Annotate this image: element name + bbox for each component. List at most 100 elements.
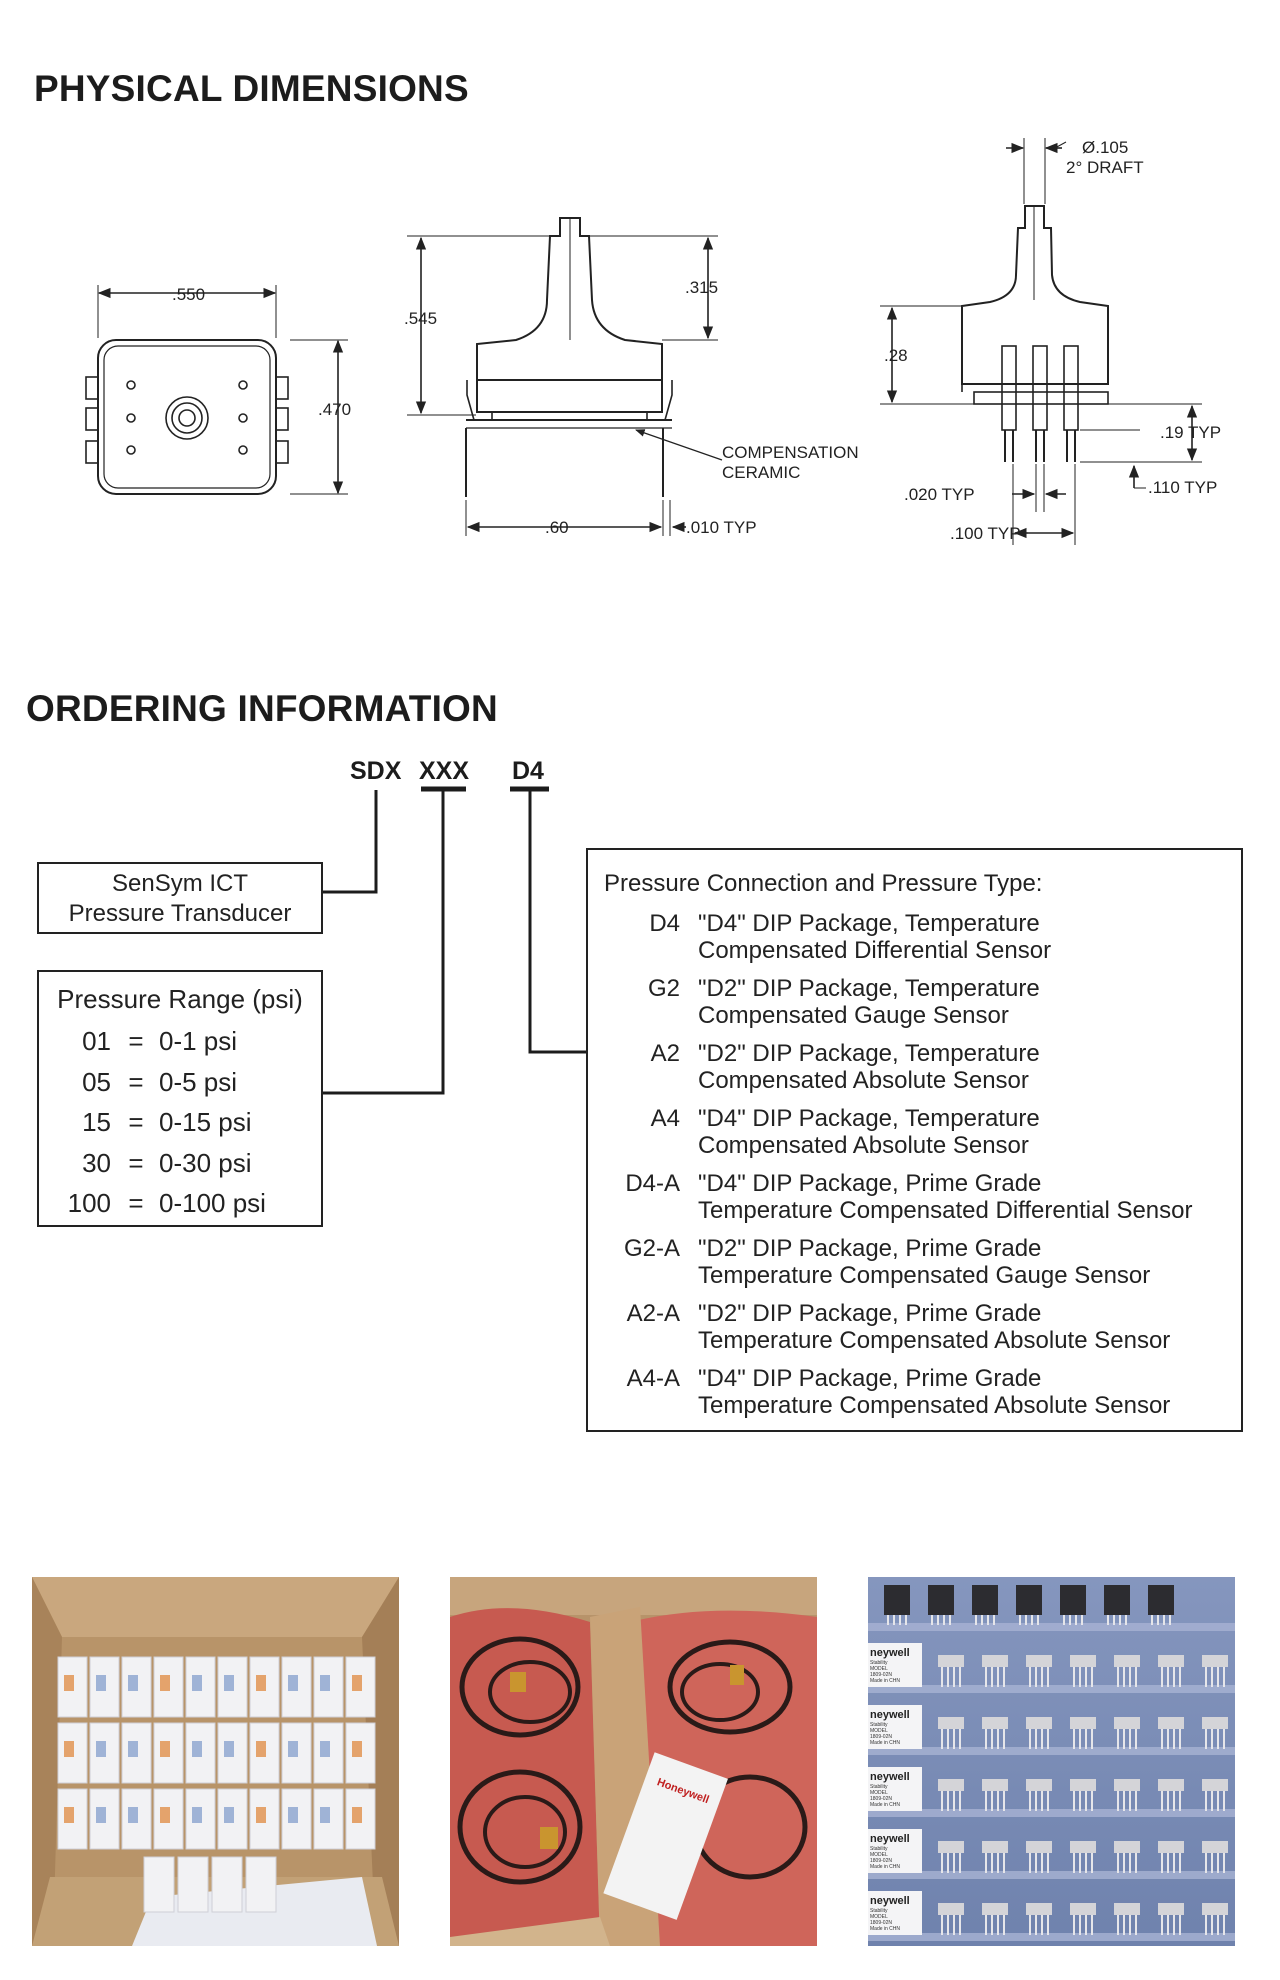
tray-label: [868, 1705, 922, 1749]
sensor-body: [1202, 1655, 1228, 1667]
sensor-body: [1114, 1903, 1140, 1915]
sensor-body: [1158, 1655, 1184, 1667]
wrapped-sensors-image: Honeywell: [450, 1577, 817, 1946]
tray-rail: [868, 1685, 1235, 1693]
code-part-xxx: XXX: [419, 757, 469, 785]
product-box-label: [320, 1741, 330, 1757]
pressure-range-row: 15=0-15 psi: [49, 1107, 309, 1139]
tray-label-line: 1809-02N: [870, 1920, 892, 1926]
product-box-label: [64, 1675, 74, 1691]
sensor-body: [1158, 1717, 1184, 1729]
product-box-label: [352, 1675, 362, 1691]
sensor-body: [982, 1841, 1008, 1853]
dim-020-typ: .020 TYP: [904, 485, 975, 504]
connection-line1: "D4" DIP Package, Prime Grade: [698, 1365, 1042, 1392]
tray-label-line: 1809-02N: [870, 1796, 892, 1802]
dim-315: .315: [685, 278, 718, 297]
end-view: [880, 138, 1202, 545]
sensor-body: [1060, 1585, 1086, 1615]
sensor-body: [1026, 1841, 1052, 1853]
tray-rail: [868, 1747, 1235, 1755]
physical-dimensions-drawing: .550 .470 .545 .315 .60 .010 TYP COMPENS…: [85, 138, 1221, 545]
tray-label-line: MODEL: [870, 1728, 888, 1734]
part-number-connectors: SDX XXX D4: [322, 757, 586, 1095]
sensor-body: [1114, 1779, 1140, 1791]
sensor-body: [1070, 1717, 1096, 1729]
range-code: 01: [82, 1026, 111, 1056]
tray-label-brand: neywell: [870, 1895, 910, 1907]
dim-19-typ: .19 TYP: [1160, 423, 1221, 442]
tray-label: [868, 1891, 922, 1935]
sensor-body: [1114, 1717, 1140, 1729]
sensor-body: [938, 1779, 964, 1791]
connection-code: D4-A: [625, 1170, 680, 1197]
product-box-label: [128, 1741, 138, 1757]
tray-rail: [868, 1933, 1235, 1941]
product-box-label: [320, 1675, 330, 1691]
range-value: 0-100 psi: [159, 1188, 266, 1218]
sensor-body: [928, 1585, 954, 1615]
sensor-body: [1070, 1903, 1096, 1915]
sensor-body: [1202, 1779, 1228, 1791]
product-box: [143, 1856, 175, 1913]
connection-line1: "D2" DIP Package, Prime Grade: [698, 1300, 1042, 1327]
pressure-connection-title: Pressure Connection and Pressure Type:: [604, 870, 1043, 897]
sensor-body: [1114, 1841, 1140, 1853]
code-part-d4: D4: [512, 757, 544, 785]
product-box-label: [352, 1807, 362, 1823]
connection-line1: "D4" DIP Package, Prime Grade: [698, 1170, 1042, 1197]
product-box-label: [224, 1741, 234, 1757]
sensor-body: [1070, 1841, 1096, 1853]
sensor-body: [1114, 1655, 1140, 1667]
product-box-label: [320, 1807, 330, 1823]
heading-ordering-information: ORDERING INFORMATION: [26, 688, 498, 729]
sensor-body: [1148, 1585, 1174, 1615]
range-value: 0-5 psi: [159, 1066, 238, 1097]
connection-line1: "D4" DIP Package, Temperature: [698, 1105, 1040, 1132]
photo-wrapped-sensors: Honeywell: [450, 1577, 817, 1946]
product-box-label: [192, 1675, 202, 1691]
product-box: [185, 1656, 216, 1718]
sensor-body: [1026, 1903, 1052, 1915]
sensym-line2: Pressure Transducer: [68, 900, 292, 927]
tray-label-brand: neywell: [870, 1833, 910, 1845]
tray-label-line: Stability: [870, 1784, 888, 1790]
pressure-range-row: 01=0-1 psi: [49, 1026, 309, 1058]
connection-line1: "D2" DIP Package, Prime Grade: [698, 1235, 1042, 1262]
pressure-range-title: Pressure Range (psi): [57, 984, 303, 1014]
product-box-label: [128, 1675, 138, 1691]
connection-code: A2-A: [626, 1300, 680, 1327]
sensor-body: [938, 1841, 964, 1853]
tray-label-line: Made in CHN: [870, 1802, 900, 1808]
sensym-line1: SenSym ICT: [111, 870, 249, 897]
connection-line2: Temperature Compensated Absolute Sensor: [698, 1392, 1171, 1419]
connection-line1: "D2" DIP Package, Temperature: [698, 1040, 1040, 1067]
sensor-body: [884, 1585, 910, 1615]
photo-boxed-sensors: [32, 1577, 399, 1946]
product-box-label: [288, 1675, 298, 1691]
tray-rail: [868, 1871, 1235, 1879]
product-box: [211, 1856, 243, 1913]
tray-rail: [868, 1623, 1235, 1631]
range-value: 0-1 psi: [159, 1026, 238, 1056]
product-box-label: [96, 1741, 106, 1757]
product-box-label: [352, 1741, 362, 1757]
dim-550: .550: [172, 285, 205, 304]
tray-label-line: Made in CHN: [870, 1864, 900, 1870]
dim-110-typ: .110 TYP: [1148, 478, 1217, 497]
tray-label: [868, 1829, 922, 1873]
product-box-label: [160, 1807, 170, 1823]
dim-470: .470: [318, 400, 351, 419]
sensym-box: SenSym ICT Pressure Transducer: [37, 862, 323, 934]
